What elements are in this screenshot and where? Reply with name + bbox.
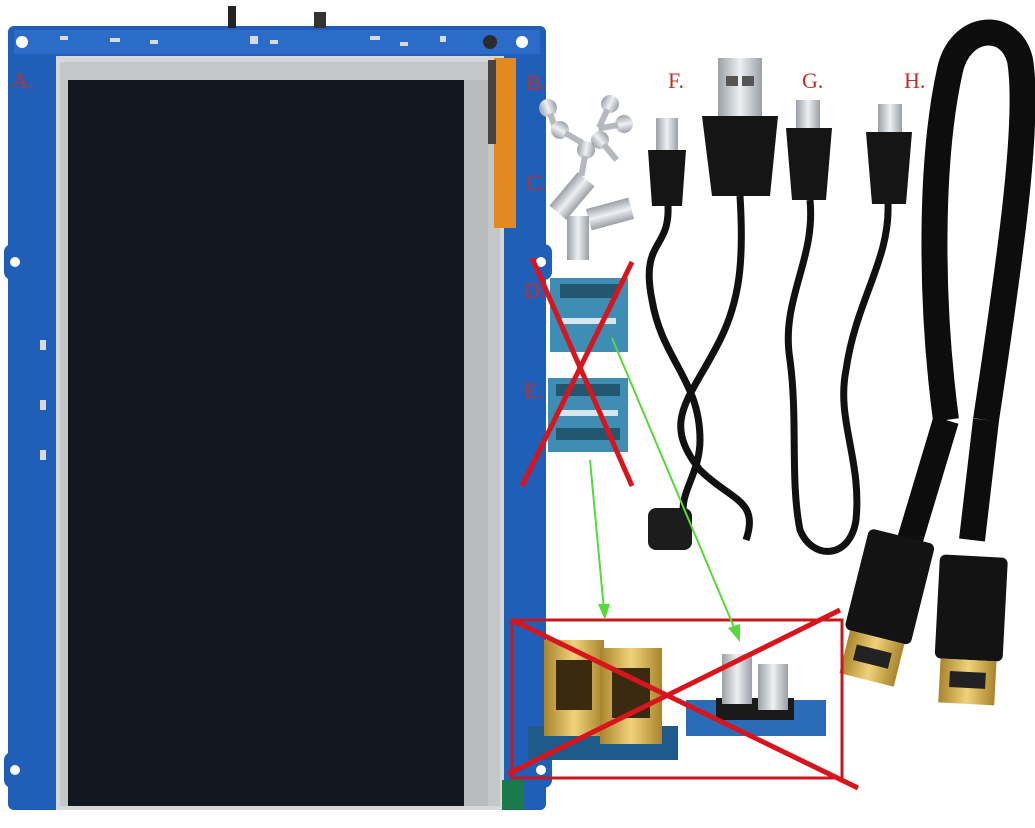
- micro-usb-cable: [784, 100, 912, 555]
- label-d: D.: [524, 278, 546, 303]
- screws: [539, 95, 633, 177]
- label-f: F.: [668, 68, 684, 93]
- label-g: G.: [802, 68, 824, 93]
- adapter-closeup: [510, 618, 844, 780]
- red-cross-adapter-boards: [519, 256, 635, 488]
- label-h: H.: [904, 68, 926, 93]
- label-a: A.: [12, 68, 34, 93]
- green-arrows: [589, 337, 740, 642]
- label-e: E.: [524, 378, 543, 403]
- red-cross-closeup: [506, 607, 860, 791]
- usb-cable: [645, 58, 778, 550]
- usb-dual-adapter-board: [550, 278, 628, 352]
- standoffs: [549, 172, 635, 260]
- lcd-display-board: [4, 6, 552, 810]
- hdmi-cable: [839, 19, 1035, 706]
- label-c: C.: [526, 170, 547, 195]
- label-b: B.: [526, 70, 547, 95]
